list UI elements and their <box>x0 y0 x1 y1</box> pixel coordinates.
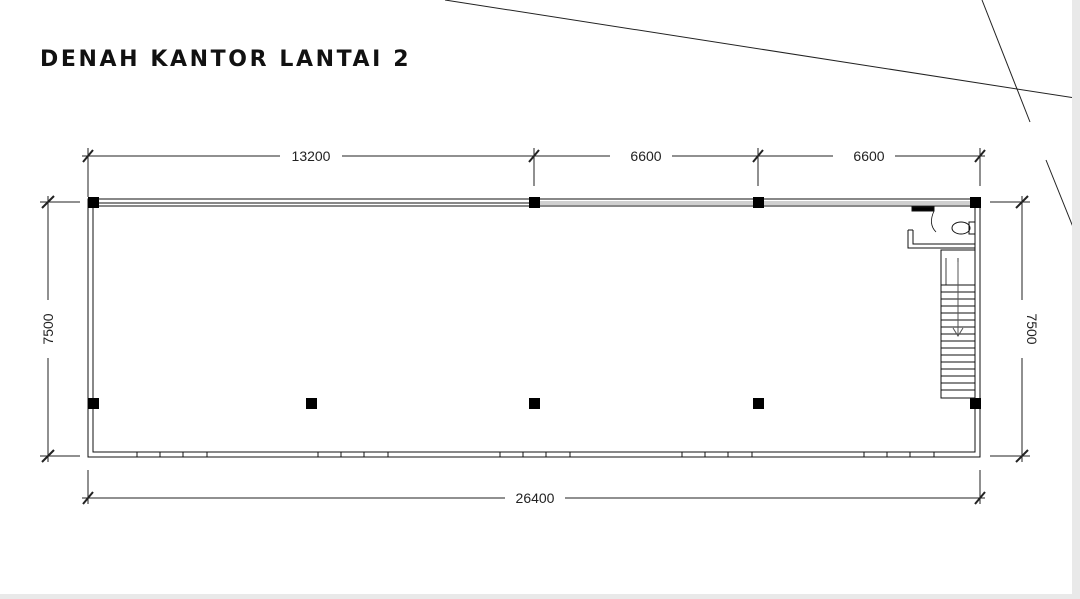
dimension-label-top-2: 6600 <box>630 148 661 164</box>
building-walls <box>87 198 981 458</box>
column-icon <box>753 398 764 409</box>
dimension-label-top-3: 6600 <box>853 148 884 164</box>
column-icon <box>88 197 99 208</box>
construction-line <box>981 0 1031 123</box>
column-icon <box>529 398 540 409</box>
dimension-label-left: 7500 <box>40 313 56 344</box>
bottom-dimension-line <box>82 470 986 505</box>
right-dimension-line <box>990 195 1030 463</box>
structural-columns <box>88 197 981 409</box>
column-icon <box>970 197 981 208</box>
toilet-room <box>907 206 975 249</box>
dimension-label-bottom: 26400 <box>516 490 555 506</box>
construction-lines <box>444 0 1072 226</box>
column-icon <box>970 398 981 409</box>
toilet-icon <box>951 221 976 235</box>
staircase <box>940 249 976 399</box>
construction-line <box>1045 159 1072 226</box>
dimension-label-right: 7500 <box>1024 313 1040 344</box>
column-icon <box>306 398 317 409</box>
column-icon <box>529 197 540 208</box>
stair-arrow-icon <box>952 262 964 337</box>
column-icon <box>88 398 99 409</box>
top-dimension-line <box>82 148 986 197</box>
left-dimension-line <box>40 195 80 463</box>
page-title: DENAH KANTOR LANTAI 2 <box>40 47 412 72</box>
bottom-windows <box>136 451 935 458</box>
dimension-label-top-1: 13200 <box>292 148 331 164</box>
construction-line <box>444 0 1072 99</box>
column-icon <box>753 197 764 208</box>
